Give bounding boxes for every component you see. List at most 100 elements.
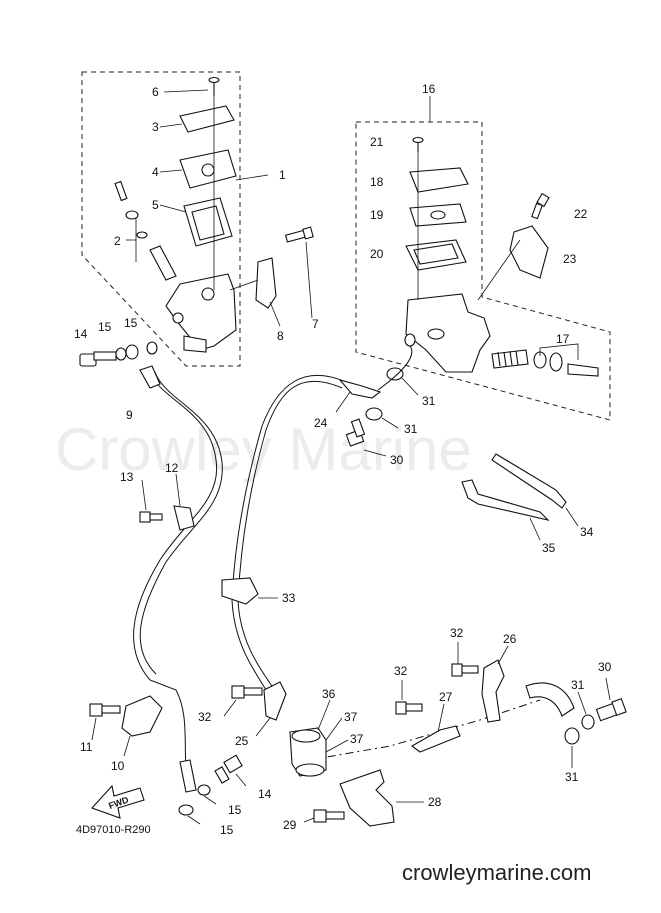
callout-1: 1 [279,168,286,182]
diagram-reference: 4D97010-R290 [76,824,151,836]
callout-4: 4 [152,165,159,179]
callout-20: 20 [370,247,384,261]
footer-url: crowleymarine.com [402,860,592,885]
washer-31-icon [386,367,404,381]
piston-kit-2-icon [114,180,177,281]
callout-17: 17 [556,332,570,346]
bolt-32a-icon [231,685,263,699]
callout-labels: 1 2 3 4 5 6 7 8 9 10 11 12 13 14 14 15 1… [74,82,612,837]
bolt-32c-icon [451,663,479,677]
callout-30-b: 30 [598,660,612,674]
screw-6-icon [208,76,220,96]
rear-master-cylinder-group [355,96,611,421]
reservoir-cap-18-icon [409,167,469,193]
callout-37-a: 37 [344,710,358,724]
washer-31d-icon [564,727,580,745]
piston-kit-17-icon [491,349,599,377]
callout-2: 2 [114,234,121,248]
callout-32-a: 32 [198,710,212,724]
bolt-11-icon [89,703,121,717]
cable-tie-35-icon [461,479,550,521]
union-bolt-14-icon [79,341,158,367]
washer-15c-icon [197,784,211,796]
bracket-25-icon [263,681,287,721]
bolt-32b-icon [395,701,423,715]
callout-11: 11 [80,740,93,754]
callout-31-a: 31 [422,394,436,408]
bolt-22-icon [531,192,550,220]
bracket-27-icon [411,725,461,753]
brake-hose-24 [237,380,343,691]
brake-hoses [133,345,575,791]
bolt-7-icon [284,226,314,243]
rear-master-cylinder-body-icon [405,293,491,373]
callout-36: 36 [322,687,336,701]
callout-15-a: 15 [98,320,112,334]
callout-28: 28 [428,795,442,809]
callout-5: 5 [152,198,159,212]
callout-12: 12 [165,461,179,475]
callout-13: 13 [120,470,134,484]
brake-hose-9 [133,371,218,791]
callout-26: 26 [503,632,517,646]
reservoir-cap-3-icon [179,105,235,133]
callout-24: 24 [314,416,328,430]
callout-31-d: 31 [565,770,579,784]
callout-25: 25 [235,734,249,748]
bracket-28-icon [339,769,395,827]
cable-tie-34-icon [491,453,567,509]
union-bolt-30-icon [345,418,366,447]
callout-6: 6 [152,85,159,99]
callout-18: 18 [370,175,384,189]
fwd-arrow-icon: FWD [91,784,145,819]
brake-hose-9-edge [139,371,223,675]
callout-3: 3 [152,120,159,134]
callout-31-b: 31 [404,422,418,436]
master-cylinder-body-icon [165,273,237,351]
callout-27: 27 [439,690,453,704]
union-bolt-14b-icon [214,754,243,784]
callout-34: 34 [580,525,594,539]
callout-32-b: 32 [394,664,408,678]
callout-30-a: 30 [390,453,404,467]
clamp-12-icon [139,505,195,531]
clamp-8-icon [255,257,277,309]
callout-15-c: 15 [228,803,242,817]
callout-14-bottom: 14 [258,787,272,801]
washer-31c-icon [581,714,595,730]
washer-15d-icon [178,804,194,816]
bracket-26-icon [481,659,505,723]
diaphragm-20-icon [405,239,467,271]
callout-23: 23 [563,252,577,266]
callout-16: 16 [422,82,436,96]
callout-22: 22 [574,207,588,221]
clamp-33-icon [221,577,259,605]
union-bolt-30b-icon [595,698,627,722]
washer-31b-icon [365,407,383,421]
callout-15-d: 15 [220,823,234,837]
bolt-29-icon [313,809,345,823]
callout-19: 19 [370,208,384,222]
callout-37-b: 37 [350,732,364,746]
front-master-cylinder-group [79,71,314,367]
callout-9: 9 [126,408,133,422]
diaphragm-5-icon [183,197,233,247]
group-boundary-16 [355,121,611,421]
callout-31-c: 31 [571,678,585,692]
callout-21: 21 [370,135,384,149]
hose-fitting-30-icon [525,682,575,717]
callout-35: 35 [542,541,556,555]
bracket-23-icon [509,225,549,279]
watermark: Crowley Marine [55,416,472,483]
callout-32-c: 32 [450,626,464,640]
callout-15-b: 15 [124,316,138,330]
callout-8: 8 [277,329,284,343]
callout-10: 10 [111,759,125,773]
reservoir-36-icon [289,727,327,777]
group-boundary-1 [81,71,241,367]
bracket-10-icon [121,695,163,737]
callout-29: 29 [283,818,297,832]
brake-hose-24-edge [231,374,347,695]
callout-7: 7 [312,317,319,331]
